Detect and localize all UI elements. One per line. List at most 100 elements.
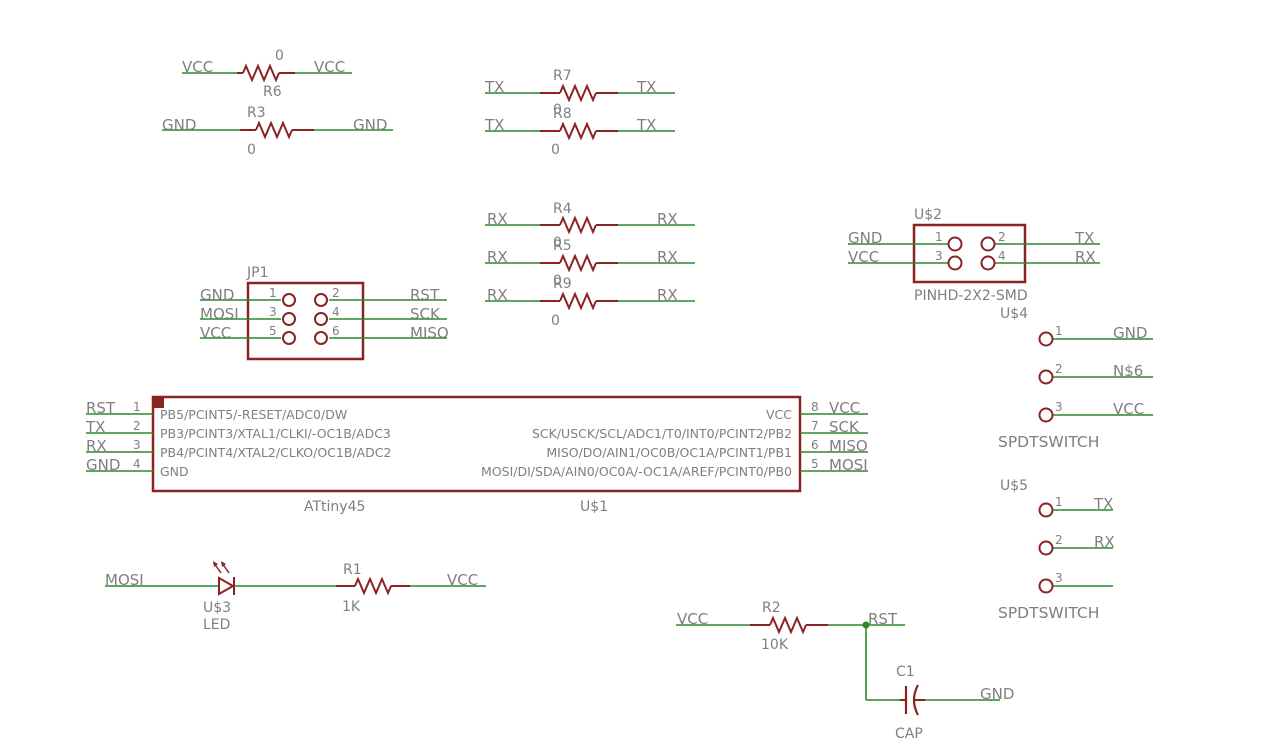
pin-number: 3	[133, 438, 141, 452]
part-value: ATtiny45	[304, 499, 365, 515]
resistor-name: R3	[247, 105, 266, 121]
pin-number: 1	[935, 230, 943, 244]
pin-function: PB4/PCINT4/XTAL2/CLKO/OC1B/ADC2	[160, 445, 392, 460]
resistor-name: R9	[553, 276, 572, 292]
net-label-rx: RX	[487, 286, 508, 304]
pin-number: 2	[332, 286, 340, 300]
pin-function: GND	[160, 464, 189, 479]
pin-number: 1	[1055, 324, 1063, 338]
net-label-vcc: VCC	[447, 571, 478, 589]
resistor-name: R2	[762, 600, 781, 616]
led-u3[interactable]: MOSI U$3 LED	[105, 561, 266, 633]
net-label-rx: RX	[487, 210, 508, 228]
part-name: U$3	[203, 600, 231, 616]
net-label-tx: TX	[636, 116, 656, 134]
net-label-miso: MISO	[829, 437, 868, 455]
resistor-value: 10K	[761, 637, 789, 653]
net-label-gnd: GND	[980, 685, 1014, 703]
resistor-r6[interactable]: VCC VCC 0 R6	[182, 48, 352, 100]
resistor-value: 0	[551, 142, 560, 158]
part-value: SPDTSWITCH	[998, 433, 1099, 451]
net-label-vcc: VCC	[200, 324, 231, 342]
pin-function: VCC	[766, 407, 792, 422]
resistor-value: 0	[553, 235, 562, 251]
resistor-value: 0	[553, 102, 562, 118]
net-label-tx: TX	[484, 78, 504, 96]
pin-number: 2	[1055, 533, 1063, 547]
net-label-gnd: GND	[848, 229, 882, 247]
part-name: U$4	[1000, 306, 1028, 322]
resistor-r3[interactable]: GND GND R3 0	[162, 105, 393, 158]
net-label-gnd: GND	[162, 116, 196, 134]
net-label-vcc: VCC	[314, 58, 345, 76]
net-label-gnd: GND	[86, 456, 120, 474]
resistor-name: R4	[553, 201, 572, 217]
resistor-value: 0	[247, 142, 256, 158]
net-label-rx: RX	[657, 210, 678, 228]
net-label-tx: TX	[484, 116, 504, 134]
header-u2[interactable]: 1 2 3 4 GND VCC TX RX U$2 PINHD-2X2-SMD	[848, 207, 1100, 304]
pin-number: 8	[811, 400, 819, 414]
net-label-miso: MISO	[410, 324, 449, 342]
net-label-gnd: GND	[353, 116, 387, 134]
resistor-value: 0	[275, 48, 284, 64]
net-label-rx: RX	[487, 248, 508, 266]
net-label-vcc: VCC	[1113, 400, 1144, 418]
resistor-r1[interactable]: R1 1K VCC	[266, 562, 486, 615]
pin-number: 1	[1055, 495, 1063, 509]
net-label-mosi: MOSI	[200, 305, 239, 323]
resistor-value: 0	[553, 273, 562, 289]
net-label-vcc: VCC	[848, 248, 879, 266]
resistor-value: 0	[551, 313, 560, 329]
resistor-value: 1K	[342, 599, 361, 615]
pin-number: 3	[269, 305, 277, 319]
part-value: LED	[203, 617, 230, 633]
net-label-sck: SCK	[410, 305, 441, 323]
pin-number: 4	[332, 305, 340, 319]
pin-function: PB3/PCINT3/XTAL1/CLKI/-OC1B/ADC3	[160, 426, 391, 441]
part-name: JP1	[246, 265, 268, 281]
pin-number: 2	[133, 419, 141, 433]
net-label-vcc: VCC	[182, 58, 213, 76]
capacitor-c1[interactable]: C1 CAP GND	[865, 625, 1014, 742]
pin-number: 2	[1055, 362, 1063, 376]
pin-function: SCK/USCK/SCL/ADC1/T0/INT0/PCINT2/PB2	[532, 426, 792, 441]
net-label-tx: TX	[636, 78, 656, 96]
pin-number: 6	[332, 324, 340, 338]
pin-number: 5	[269, 324, 277, 338]
pin-number: 3	[1055, 571, 1063, 585]
resistor-r9[interactable]: RX RX R9 0	[485, 276, 695, 329]
ic-u1-attiny45[interactable]: 1 2 3 4 8 7 6 5 RST TX RX GND VCC SCK MI…	[85, 395, 868, 515]
net-label-rst: RST	[868, 610, 898, 628]
net-label-sck: SCK	[829, 418, 860, 436]
net-label-tx: TX	[1074, 229, 1094, 247]
pin-function: MOSI/DI/SDA/AIN0/OC0A/-OC1A/AREF/PCINT0/…	[481, 464, 792, 479]
resistor-r8[interactable]: TX TX R8 0	[484, 106, 675, 158]
resistor-name: R6	[263, 84, 282, 100]
resistor-name: R7	[553, 68, 572, 84]
net-label-vcc: VCC	[677, 610, 708, 628]
net-label-gnd: GND	[200, 286, 234, 304]
resistor-r5[interactable]: RX RX R5 0	[485, 238, 695, 289]
net-label-rx: RX	[1075, 248, 1096, 266]
part-value: PINHD-2X2-SMD	[914, 288, 1028, 304]
resistor-r2[interactable]: VCC RST R2 10K	[676, 600, 905, 653]
switch-u4[interactable]: 1 2 3 GND N$6 VCC U$4 SPDTSWITCH	[998, 306, 1153, 451]
part-name: U$1	[580, 499, 608, 515]
resistor-name: R8	[553, 106, 572, 122]
net-label-mosi: MOSI	[829, 456, 868, 474]
part-value: CAP	[895, 726, 923, 742]
part-name: C1	[896, 664, 915, 680]
net-label-tx: TX	[85, 418, 105, 436]
resistor-r4[interactable]: RX RX R4 0	[485, 201, 695, 251]
resistor-r7[interactable]: TX TX R7 0	[484, 68, 675, 118]
net-label-mosi: MOSI	[105, 571, 144, 589]
pin-function: MISO/DO/AIN1/OC0B/OC1A/PCINT1/PB1	[546, 445, 792, 460]
net-label-rst: RST	[86, 399, 116, 417]
pin-number: 7	[811, 419, 819, 433]
switch-u5[interactable]: 1 2 3 TX RX U$5 SPDTSWITCH	[998, 478, 1115, 622]
pin-number: 3	[935, 249, 943, 263]
header-jp1[interactable]: 1 2 3 4 5 6 GND MOSI VCC RST SCK MISO JP…	[200, 265, 449, 361]
net-label-tx: TX	[1093, 495, 1113, 513]
